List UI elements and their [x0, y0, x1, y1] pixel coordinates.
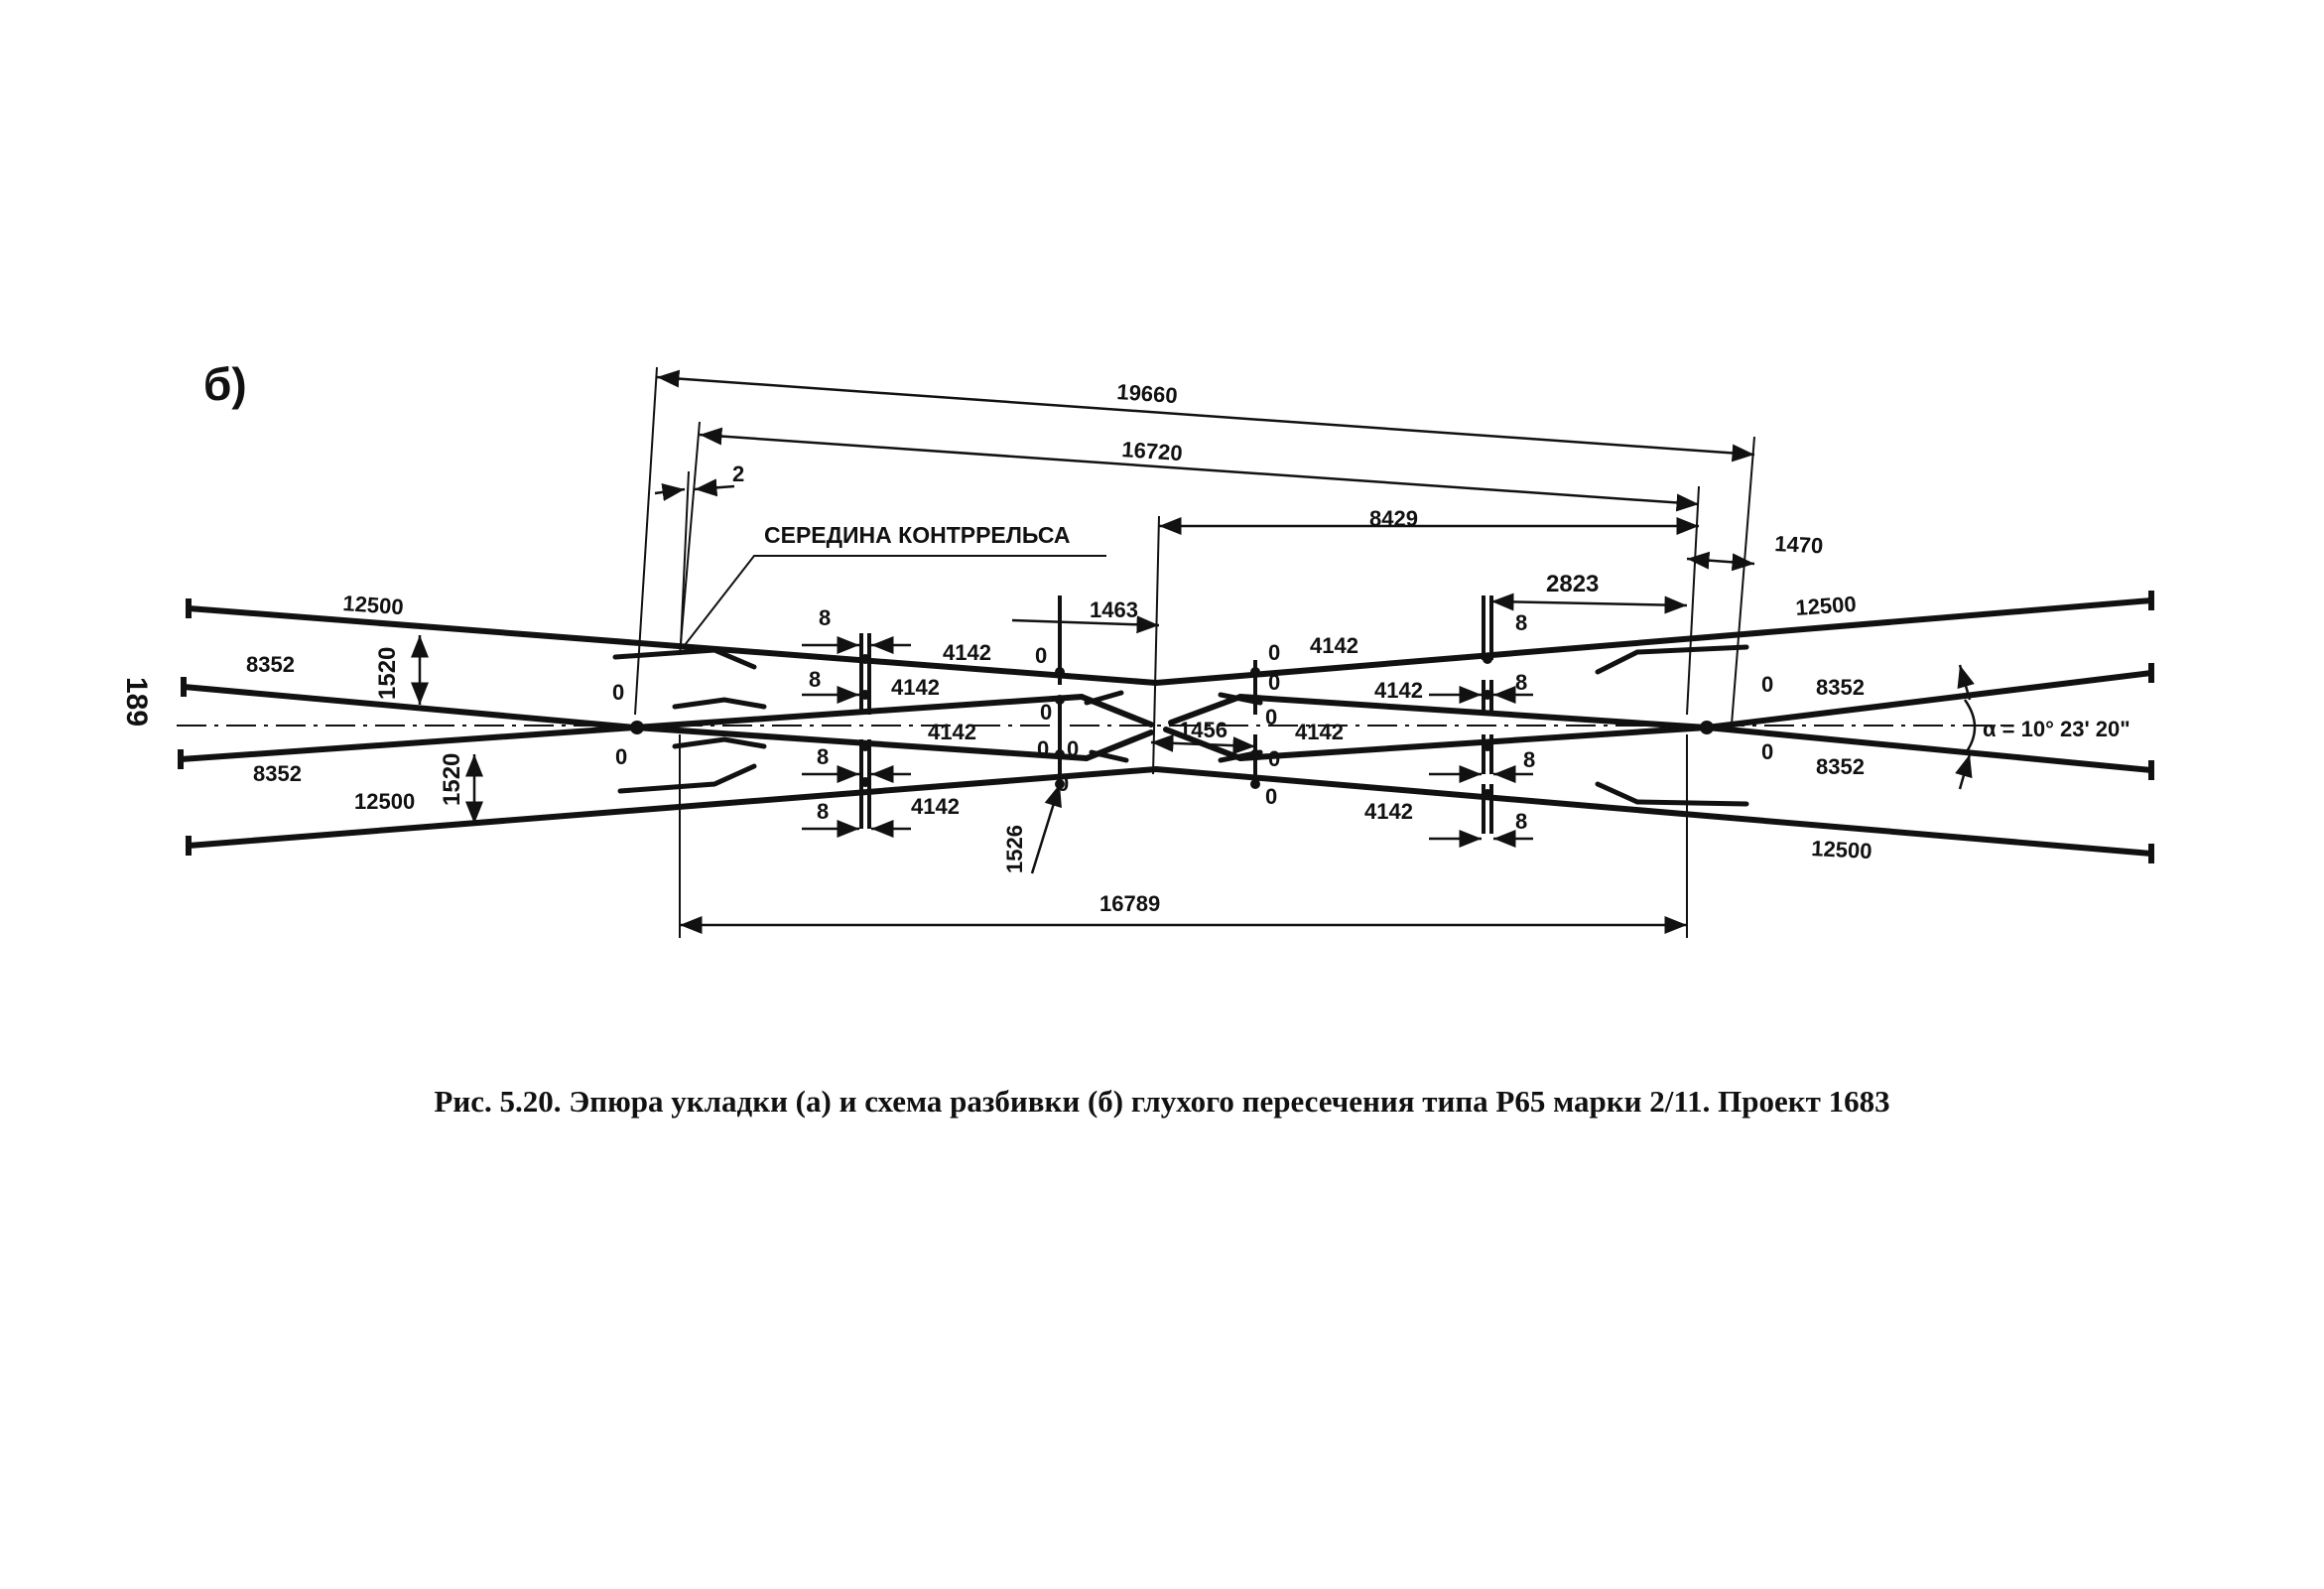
dim-center-offset-line: [1011, 615, 1160, 634]
rail-inner-1: [632, 694, 1085, 730]
joint-gap-labels: 8 8 8 8 8 8 8 8: [809, 605, 1535, 834]
svg-text:8: 8: [1515, 610, 1527, 635]
svg-text:0: 0: [1268, 670, 1280, 695]
svg-text:4142: 4142: [943, 640, 991, 665]
dim-gap-label: 2: [732, 462, 744, 486]
segment-labels: 4142 4142 4142 4142 4142 4142 4142 4142: [891, 633, 1423, 824]
svg-text:8: 8: [1523, 747, 1535, 772]
panel-label: б): [203, 358, 247, 410]
rail-length-labels: 12500 8352 8352 12500 12500 8352 8352 12…: [246, 591, 1872, 863]
svg-text:4142: 4142: [1295, 720, 1344, 744]
rail-end-caps: [178, 591, 2154, 863]
rail-left-bottom-long-label: 12500: [354, 789, 415, 814]
svg-text:0: 0: [1037, 736, 1049, 761]
dim-angle-line-bottom: [1955, 753, 1973, 790]
dim-right-part-line: [1490, 593, 1688, 614]
rail-left-top-short: [181, 684, 638, 730]
dim-overall-label: 19660: [1116, 379, 1179, 408]
svg-text:0: 0: [1265, 784, 1277, 809]
svg-text:0: 0: [1268, 640, 1280, 665]
rail-left-top-long: [186, 605, 1159, 686]
svg-text:4142: 4142: [911, 794, 960, 819]
dim-center-gap-line: [1150, 733, 1256, 755]
rail-right-top-long: [1153, 597, 2154, 686]
rail-inner-3: [1237, 694, 1710, 730]
rail-left-bottom-long: [186, 766, 1159, 849]
rail-right-top-long-label: 12500: [1795, 592, 1858, 620]
svg-text:0: 0: [612, 680, 624, 705]
svg-text:4142: 4142: [1364, 799, 1413, 824]
extension-lines: [634, 366, 1755, 938]
rail-left-bottom-short-label: 8352: [253, 761, 302, 786]
dim-right-half-label: 8429: [1369, 506, 1418, 531]
svg-text:0: 0: [1067, 736, 1079, 761]
dimension-texts: 19660 16720 2 8429 1470 2823 1463 1456 1…: [374, 379, 1824, 916]
svg-text:0: 0: [1035, 643, 1047, 668]
svg-text:8: 8: [1515, 670, 1527, 695]
rail-right-bottom-short-label: 8352: [1816, 754, 1865, 779]
rail-left-top-short-label: 8352: [246, 652, 295, 677]
svg-text:0: 0: [1761, 739, 1773, 764]
annotation-label: СЕРЕДИНА КОНТРРЕЛЬСА: [764, 522, 1071, 548]
svg-text:8: 8: [809, 667, 821, 692]
dim-angle-line-top: [1957, 664, 1975, 701]
rail-right-top-short-label: 8352: [1816, 675, 1865, 700]
svg-text:8: 8: [1515, 809, 1527, 834]
dim-inner-label: 16720: [1121, 437, 1184, 465]
dim-right-offset-line: [1686, 551, 1755, 572]
dim-diag-label: 1526: [1002, 825, 1027, 873]
dimension-lines: [411, 369, 1977, 934]
rail-right-top-short: [1704, 670, 2154, 730]
dim-gauge-left-top-label: 1520: [374, 647, 401, 700]
zero-labels: 0 0 0 0 0 0 0 0 0 0 0 0 0 0: [612, 640, 1773, 809]
svg-text:8: 8: [817, 744, 829, 769]
dim-angle-arc: [1963, 699, 1977, 755]
svg-text:0: 0: [1268, 746, 1280, 771]
svg-text:4142: 4142: [891, 675, 940, 700]
dim-diag-line: [1030, 783, 1062, 874]
rail-right-bottom-short: [1704, 725, 2154, 773]
rail-lines: [178, 597, 2154, 857]
svg-text:0: 0: [1057, 771, 1069, 796]
dim-gap-line-a: [654, 483, 686, 501]
svg-text:4142: 4142: [928, 720, 976, 744]
svg-text:4142: 4142: [1310, 633, 1358, 658]
dim-right-part-label: 2823: [1546, 571, 1599, 597]
dim-center-gap-label: 1456: [1179, 718, 1227, 742]
annotation-leader: [684, 555, 1106, 646]
rail-inner-8: [1168, 694, 1243, 726]
rail-right-bottom-long: [1153, 766, 2154, 857]
figure-caption: Рис. 5.20. Эпюра укладки (а) и схема раз…: [434, 1084, 1890, 1119]
rail-left-bottom-short: [178, 725, 638, 762]
dim-inner-line: [699, 427, 1700, 512]
dim-gauge-left-bottom-label: 1520: [439, 753, 465, 806]
svg-text:0: 0: [1265, 705, 1277, 729]
svg-text:8: 8: [817, 799, 829, 824]
angle-label: α = 10° 23' 20": [1983, 717, 2130, 741]
svg-text:0: 0: [1761, 672, 1773, 697]
rail-left-top-long-label: 12500: [342, 591, 405, 619]
rail-right-bottom-long-label: 12500: [1811, 836, 1872, 863]
dim-gap-line-b: [694, 478, 735, 497]
dim-bottom-label: 16789: [1099, 891, 1160, 916]
svg-text:0: 0: [1040, 700, 1052, 725]
svg-text:0: 0: [615, 744, 627, 769]
svg-text:8: 8: [819, 605, 831, 630]
svg-text:4142: 4142: [1374, 678, 1423, 703]
rail-inner-4: [1237, 725, 1710, 761]
dim-center-offset-label: 1463: [1090, 597, 1138, 622]
dim-right-offset-label: 1470: [1774, 531, 1824, 559]
